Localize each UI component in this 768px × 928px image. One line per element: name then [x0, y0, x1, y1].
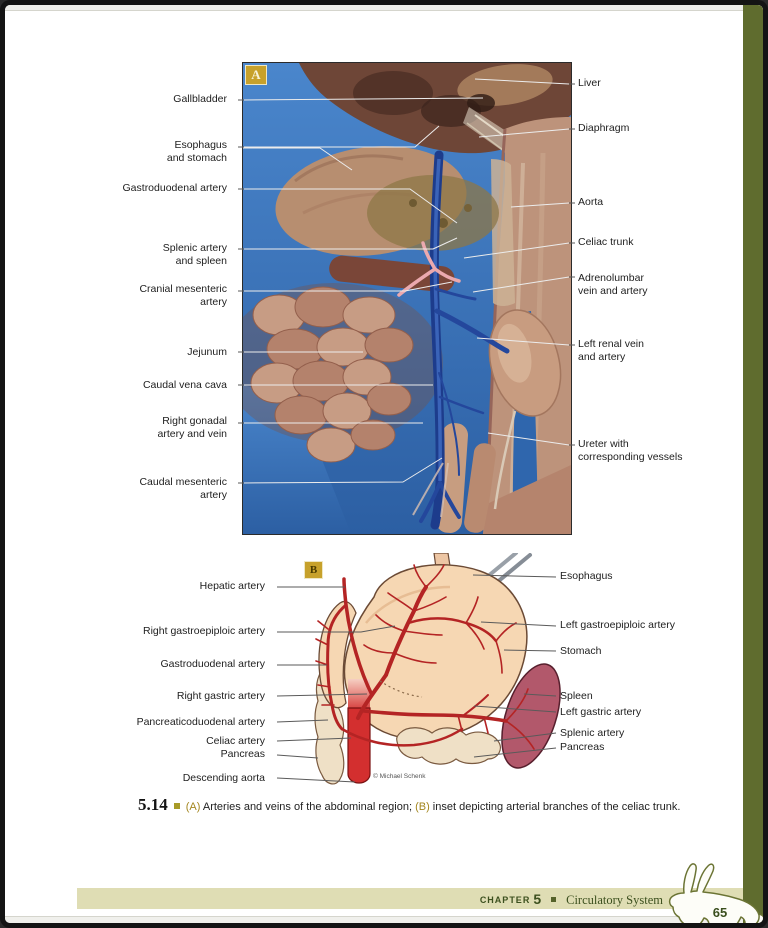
figure-a-badge: A: [245, 65, 267, 85]
chapter-label: CHAPTER: [479, 895, 531, 905]
label-descending-aorta: Descending aorta: [182, 772, 265, 784]
illustration-credit: © Michael Schenk: [373, 773, 426, 780]
label-left-gastric-artery: Left gastric artery: [560, 706, 642, 718]
label-cranial-mesenteric-artery: Cranial mesenteric artery: [139, 283, 227, 308]
label-right-gonadal-artery-vein: Right gonadal artery and vein: [157, 415, 227, 440]
figure-a-photo: [242, 62, 572, 535]
caption-bullet-icon: [173, 803, 180, 809]
label-spleen: Spleen: [560, 690, 593, 702]
footer-bullet-icon: [551, 897, 557, 902]
label-gastroduodenal-artery-b: Gastroduodenal artery: [160, 658, 265, 670]
caption-part-a-text: Arteries and veins of the abdominal regi…: [200, 801, 416, 813]
label-gallbladder: Gallbladder: [173, 93, 227, 105]
page-number: 65: [713, 905, 727, 920]
label-hepatic-artery: Hepatic artery: [199, 580, 265, 592]
label-adrenolumbar-vein-artery: Adrenolumbar vein and artery: [578, 272, 648, 297]
caption-part-a-marker: (A): [185, 801, 201, 813]
caption-part-b-marker: (B): [415, 801, 430, 813]
label-jejunum: Jejunum: [187, 346, 227, 358]
label-pancreas-left: Pancreas: [220, 748, 265, 760]
footer-bar: [77, 888, 746, 909]
label-left-renal-vein-artery: Left renal vein and artery: [578, 338, 644, 363]
section-title: Circulatory System: [566, 893, 663, 907]
figure-b-badge: B: [304, 561, 323, 579]
label-diaphragm: Diaphragm: [578, 122, 630, 134]
page-bottom-edge: [5, 916, 763, 923]
label-celiac-trunk: Celiac trunk: [578, 236, 634, 248]
label-left-gastroepiploic-artery: Left gastroepiploic artery: [560, 619, 675, 631]
label-esophagus-b: Esophagus: [560, 570, 613, 582]
rabbit-logo-icon: 65: [668, 863, 763, 923]
label-aorta: Aorta: [578, 196, 604, 208]
label-caudal-mesenteric-artery: Caudal mesenteric artery: [139, 476, 227, 501]
label-right-gastroepiploic-artery: Right gastroepiploic artery: [143, 625, 265, 637]
label-esophagus-and-stomach: Esophagus and stomach: [166, 139, 227, 164]
figure-number: 5.14: [138, 795, 168, 814]
label-caudal-vena-cava: Caudal vena cava: [142, 379, 227, 391]
label-gastroduodenal-artery-a: Gastroduodenal artery: [122, 182, 227, 194]
figure-a-illustration: [243, 63, 571, 534]
figure-caption: 5.14 (A) Arteries and veins of the abdomi…: [138, 795, 698, 815]
label-ureter-with-vessels: Ureter with corresponding vessels: [578, 438, 683, 463]
label-pancreaticoduodenal-artery: Pancreaticoduodenal artery: [136, 716, 265, 728]
figure-b-illustration: [314, 553, 561, 785]
page-top-edge: [5, 5, 763, 11]
label-liver: Liver: [578, 77, 601, 89]
label-right-gastric-artery: Right gastric artery: [176, 690, 265, 702]
chapter-number: 5: [533, 891, 542, 907]
label-splenic-artery-and-spleen: Splenic artery and spleen: [162, 242, 227, 267]
label-pancreas-right: Pancreas: [560, 741, 605, 753]
label-splenic-artery-b: Splenic artery: [560, 727, 625, 739]
page-edge-band: [743, 5, 763, 923]
label-celiac-artery: Celiac artery: [206, 735, 265, 747]
caption-part-b-text: inset depicting arterial branches of the…: [429, 801, 681, 813]
label-stomach: Stomach: [560, 645, 602, 657]
